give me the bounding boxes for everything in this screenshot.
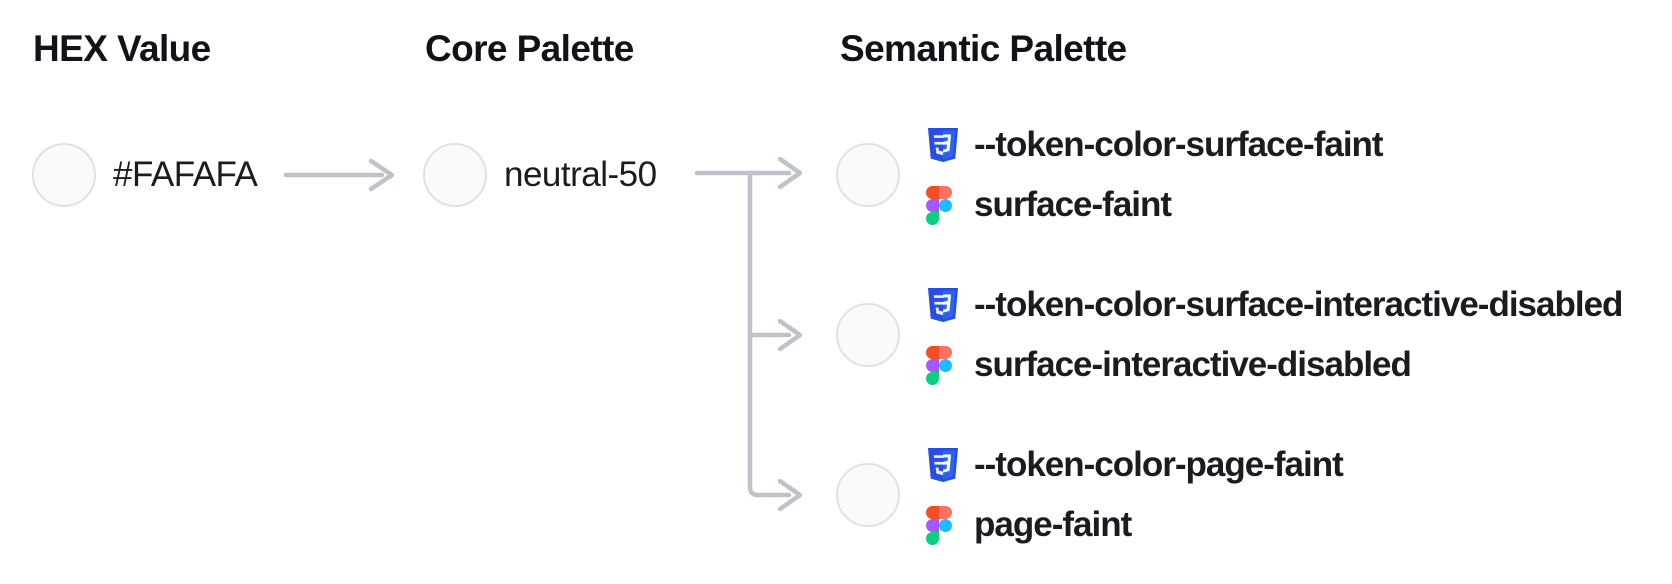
arrowhead-hex-to-core — [368, 158, 395, 192]
css3-badge-icon — [926, 126, 962, 164]
css-variable-line: --token-color-surface-faint — [926, 115, 1384, 175]
semantic-token-row: --token-color-surface-faint surface-fain… — [836, 115, 1384, 235]
figma-style-line: surface-interactive-disabled — [926, 335, 1622, 395]
arrowhead-semantic-3 — [777, 478, 803, 512]
branch-trunk — [747, 170, 792, 498]
color-swatch — [836, 143, 900, 207]
figma-logo-icon — [926, 185, 962, 225]
css-variable-label: --token-color-surface-faint — [974, 125, 1384, 164]
figma-logo-icon — [926, 345, 962, 385]
css-variable-label: --token-color-page-faint — [974, 445, 1344, 484]
figma-style-line: page-faint — [926, 495, 1343, 555]
css-variable-line: --token-color-page-faint — [926, 435, 1344, 495]
hex-value-label: #FAFAFA — [113, 155, 258, 194]
arrowhead-semantic-2 — [777, 318, 803, 352]
css3-badge-icon — [926, 286, 962, 324]
core-palette-node: neutral-50 — [423, 143, 657, 207]
column-header-semantic-palette: Semantic Palette — [840, 28, 1127, 69]
figma-style-label: page-faint — [974, 505, 1132, 544]
arrowhead-semantic-1 — [777, 156, 803, 190]
core-color-name-label: neutral-50 — [504, 155, 657, 194]
color-swatch — [836, 463, 900, 527]
figma-style-label: surface-faint — [974, 185, 1172, 224]
semantic-token-row: --token-color-surface-interactive-disabl… — [836, 275, 1623, 395]
figma-style-label: surface-interactive-disabled — [974, 345, 1412, 384]
color-swatch — [423, 143, 487, 207]
css-variable-label: --token-color-surface-interactive-disabl… — [974, 285, 1623, 324]
figma-style-line: surface-faint — [926, 175, 1383, 235]
css-variable-line: --token-color-surface-interactive-disabl… — [926, 275, 1623, 335]
column-header-hex-value: HEX Value — [33, 28, 211, 69]
color-swatch — [836, 303, 900, 367]
column-header-core-palette: Core Palette — [425, 28, 634, 69]
hex-node: #FAFAFA — [32, 143, 258, 207]
figma-logo-icon — [926, 505, 962, 545]
color-swatch — [32, 143, 96, 207]
semantic-token-row: --token-color-page-faint page-faint — [836, 435, 1344, 555]
css3-badge-icon — [926, 446, 962, 484]
